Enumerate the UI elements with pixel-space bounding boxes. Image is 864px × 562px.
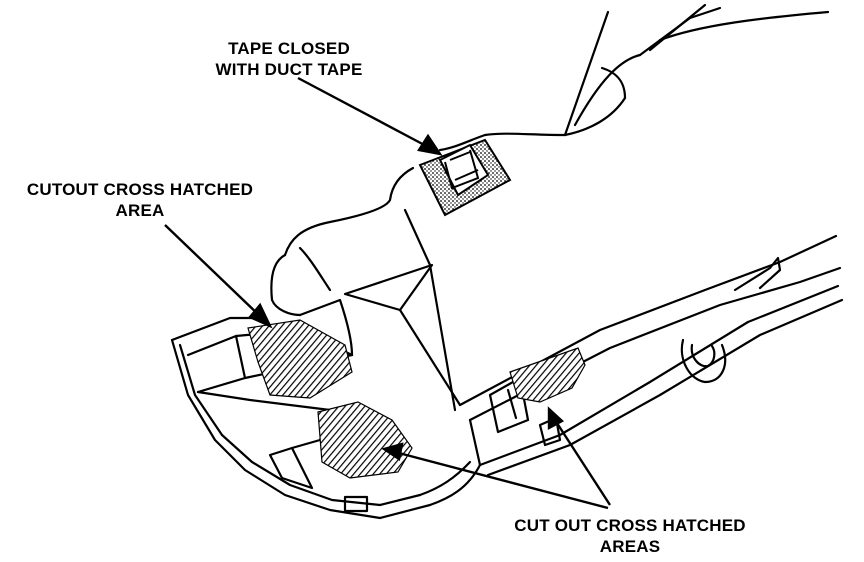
callout-cutout-area-line1: CUTOUT CROSS HATCHED [26,180,254,199]
hatched-areas [247,319,586,479]
taped-joint [418,138,512,217]
arrow-cutout-area [164,224,263,319]
upper-hose-outline [563,10,610,137]
arrow-cutout-areas-right [553,419,612,506]
arrow-tape-closed [297,76,431,150]
callout-tape-closed: TAPE CLOSED WITH DUCT TAPE [196,38,382,80]
callout-cutout-area-line2: AREA [115,201,165,220]
callout-cutout-areas: CUT OUT CROSS HATCHED AREAS [470,515,790,557]
hatch-left-upper [247,319,353,399]
arrow-cutout-areas-left [394,450,609,510]
callout-tape-closed-line2: WITH DUCT TAPE [215,60,363,79]
callout-tape-closed-line1: TAPE CLOSED [228,39,350,58]
callout-cutout-area: CUTOUT CROSS HATCHED AREA [6,179,274,221]
retaining-clip [680,338,727,384]
callout-cutout-areas-line2: AREAS [599,537,661,556]
duct-body-outline [270,253,302,317]
callout-cutout-areas-line1: CUT OUT CROSS HATCHED [514,516,746,535]
hatch-right [509,347,586,403]
hatch-left-lower [317,401,413,479]
